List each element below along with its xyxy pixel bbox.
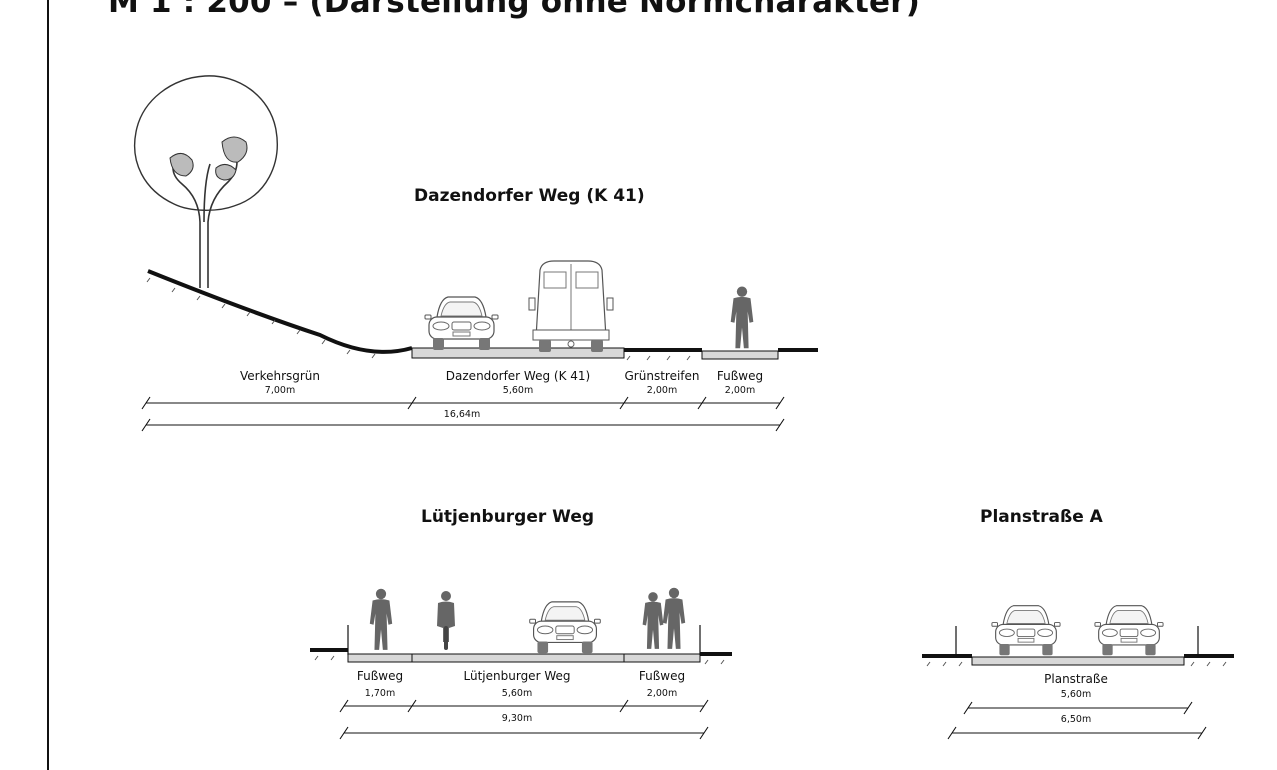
segment-label: Planstraße (1044, 672, 1108, 686)
footway-right-luetjenburger (623, 653, 701, 663)
segment-width: 2,00m (646, 385, 678, 396)
car-icon (1094, 605, 1164, 656)
tree-icon (133, 75, 279, 289)
carriageway-luetjenburger (411, 653, 625, 663)
segment-label: Lütjenburger Weg (463, 669, 571, 683)
total-width: 9,30m (501, 713, 533, 724)
section-planstrasse-drawing (922, 605, 1234, 740)
van-icon (528, 260, 614, 353)
frame-border (47, 0, 49, 770)
segment-width: 5,60m (1060, 689, 1092, 700)
total-width: 6,50m (1060, 714, 1092, 725)
pedestrian-icon (730, 286, 754, 349)
car-icon (424, 296, 499, 351)
segment-label: Fußweg (716, 369, 764, 383)
carriageway-dazendorfer (411, 347, 625, 359)
segment-label: Dazendorfer Weg (K 41) (445, 369, 591, 383)
segment-width: 2,00m (724, 385, 756, 396)
segment-width: 5,60m (502, 385, 534, 396)
section-title-planstrasse: Planstraße A (980, 507, 1103, 527)
segment-label: Fußweg (356, 669, 404, 683)
segment-label: Fußweg (638, 669, 686, 683)
page-title: M 1 : 200 – (Darstellung ohne Normcharak… (108, 0, 921, 20)
segment-width: 5,60m (501, 688, 533, 699)
car-icon (991, 605, 1061, 656)
segment-label: Verkehrsgrün (239, 369, 321, 383)
section-luetjenburger-drawing (310, 587, 732, 740)
section-title-dazendorfer: Dazendorfer Weg (K 41) (414, 186, 645, 206)
segment-width: 1,70m (364, 688, 396, 699)
cyclist-icon (437, 591, 455, 650)
car-icon (529, 601, 601, 654)
dimension-lines (339, 699, 709, 740)
pedestrian-icon (369, 588, 393, 650)
dimension-lines (947, 701, 1207, 740)
segment-label: Grünstreifen (624, 369, 700, 383)
segment-width: 2,00m (646, 688, 678, 699)
footway-dazendorfer (701, 350, 779, 360)
section-dazendorfer-drawing (133, 75, 818, 432)
embankment-slope (147, 269, 413, 354)
section-title-luetjenburger: Lütjenburger Weg (421, 507, 595, 527)
total-width: 16,64m (443, 409, 481, 420)
pedestrian-icon (642, 592, 664, 649)
dimension-lines (141, 396, 785, 432)
pedestrian-icon (662, 587, 686, 649)
segment-width: 7,00m (264, 385, 296, 396)
footway-left-luetjenburger (347, 653, 413, 663)
carriageway-planstrasse (971, 656, 1185, 666)
